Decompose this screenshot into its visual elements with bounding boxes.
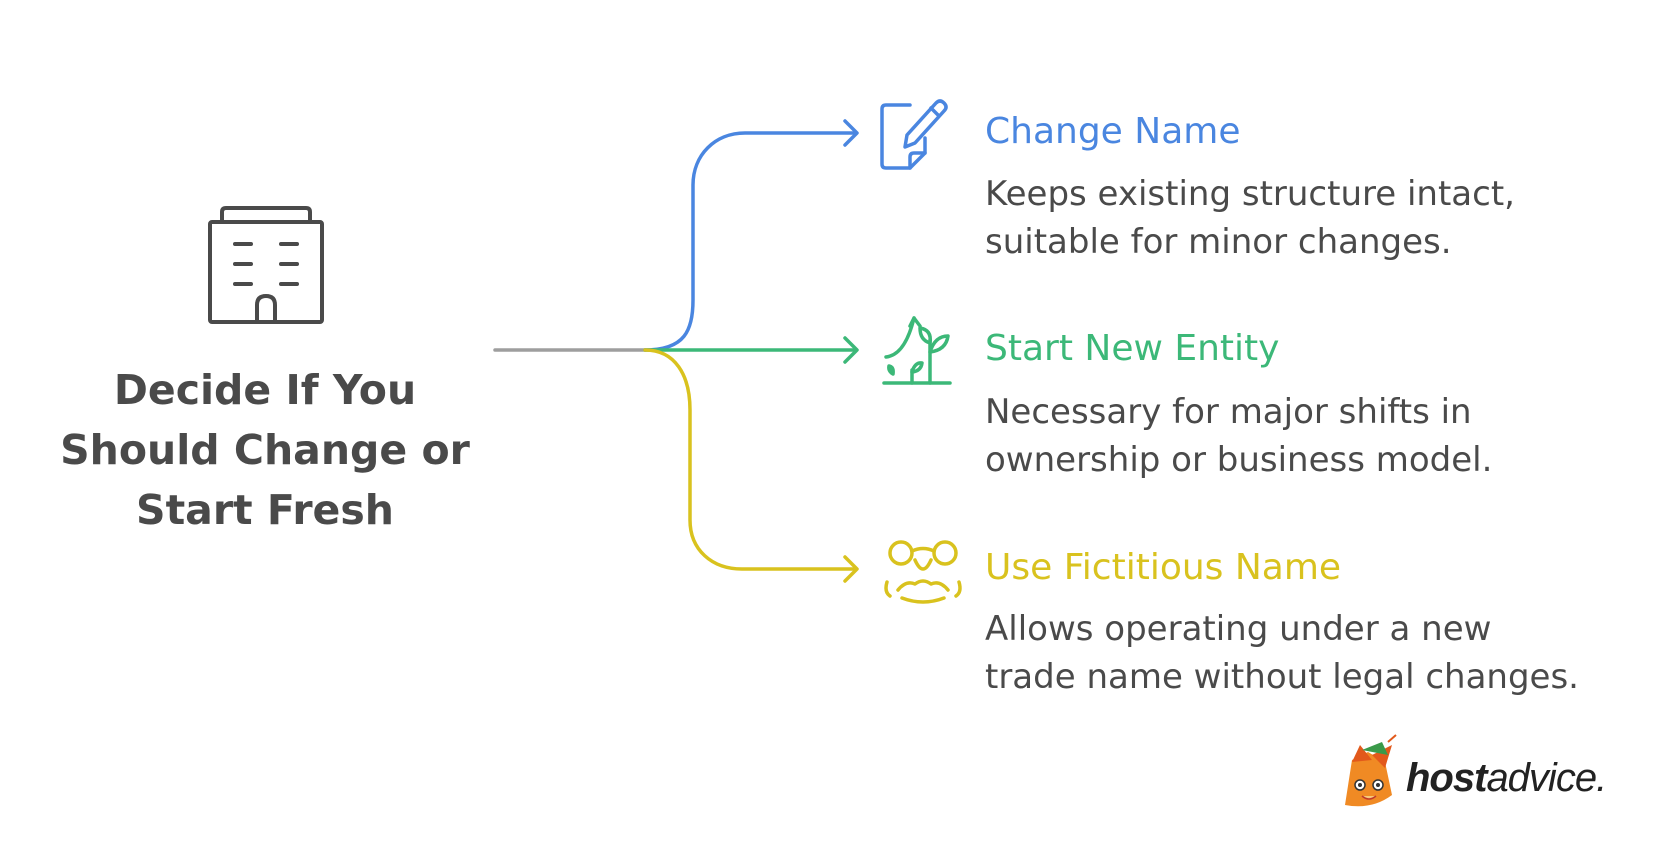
- branch-title-change-name: Change Name: [985, 111, 1241, 152]
- branch-description-use-fictitious-name: Allows operating under a new trade name …: [985, 605, 1579, 701]
- logo-brand-bold: host: [1406, 755, 1487, 800]
- arrow-head-0: [843, 119, 859, 147]
- logo-wordmark: hostadvice.: [1406, 755, 1607, 801]
- title-line-1: Decide If You: [113, 366, 417, 414]
- arrow-head-1: [843, 336, 859, 364]
- branch-description-change-name: Keeps existing structure intact, suitabl…: [985, 170, 1515, 266]
- fox-mascot-icon: [1345, 734, 1397, 807]
- diagram-title: Decide If You Should Change or Start Fre…: [40, 360, 490, 540]
- title-line-3: Start Fresh: [136, 486, 394, 534]
- disguise-glasses-icon: [884, 540, 962, 604]
- description-line: suitable for minor changes.: [985, 222, 1452, 262]
- growth-plant-icon: [882, 316, 952, 385]
- arrow-head-2: [843, 555, 859, 583]
- building-icon: [208, 206, 324, 324]
- branch-connector-2: [643, 348, 857, 571]
- description-line: Necessary for major shifts in: [985, 392, 1472, 432]
- title-line-2: Should Change or: [60, 426, 470, 474]
- hostadvice-logo: hostadvice.: [1398, 748, 1607, 808]
- branch-title-use-fictitious-name: Use Fictitious Name: [985, 547, 1342, 588]
- description-line: ownership or business model.: [985, 440, 1493, 480]
- description-line: trade name without legal changes.: [985, 657, 1579, 697]
- description-line: Allows operating under a new: [985, 609, 1492, 649]
- description-line: Keeps existing structure intact,: [985, 174, 1515, 214]
- branch-connector-0: [643, 131, 857, 352]
- edit-document-icon: [880, 99, 948, 170]
- branch-title-start-new-entity: Start New Entity: [985, 328, 1280, 369]
- branch-description-start-new-entity: Necessary for major shifts in ownership …: [985, 388, 1492, 484]
- logo-brand-regular: advice.: [1486, 755, 1607, 800]
